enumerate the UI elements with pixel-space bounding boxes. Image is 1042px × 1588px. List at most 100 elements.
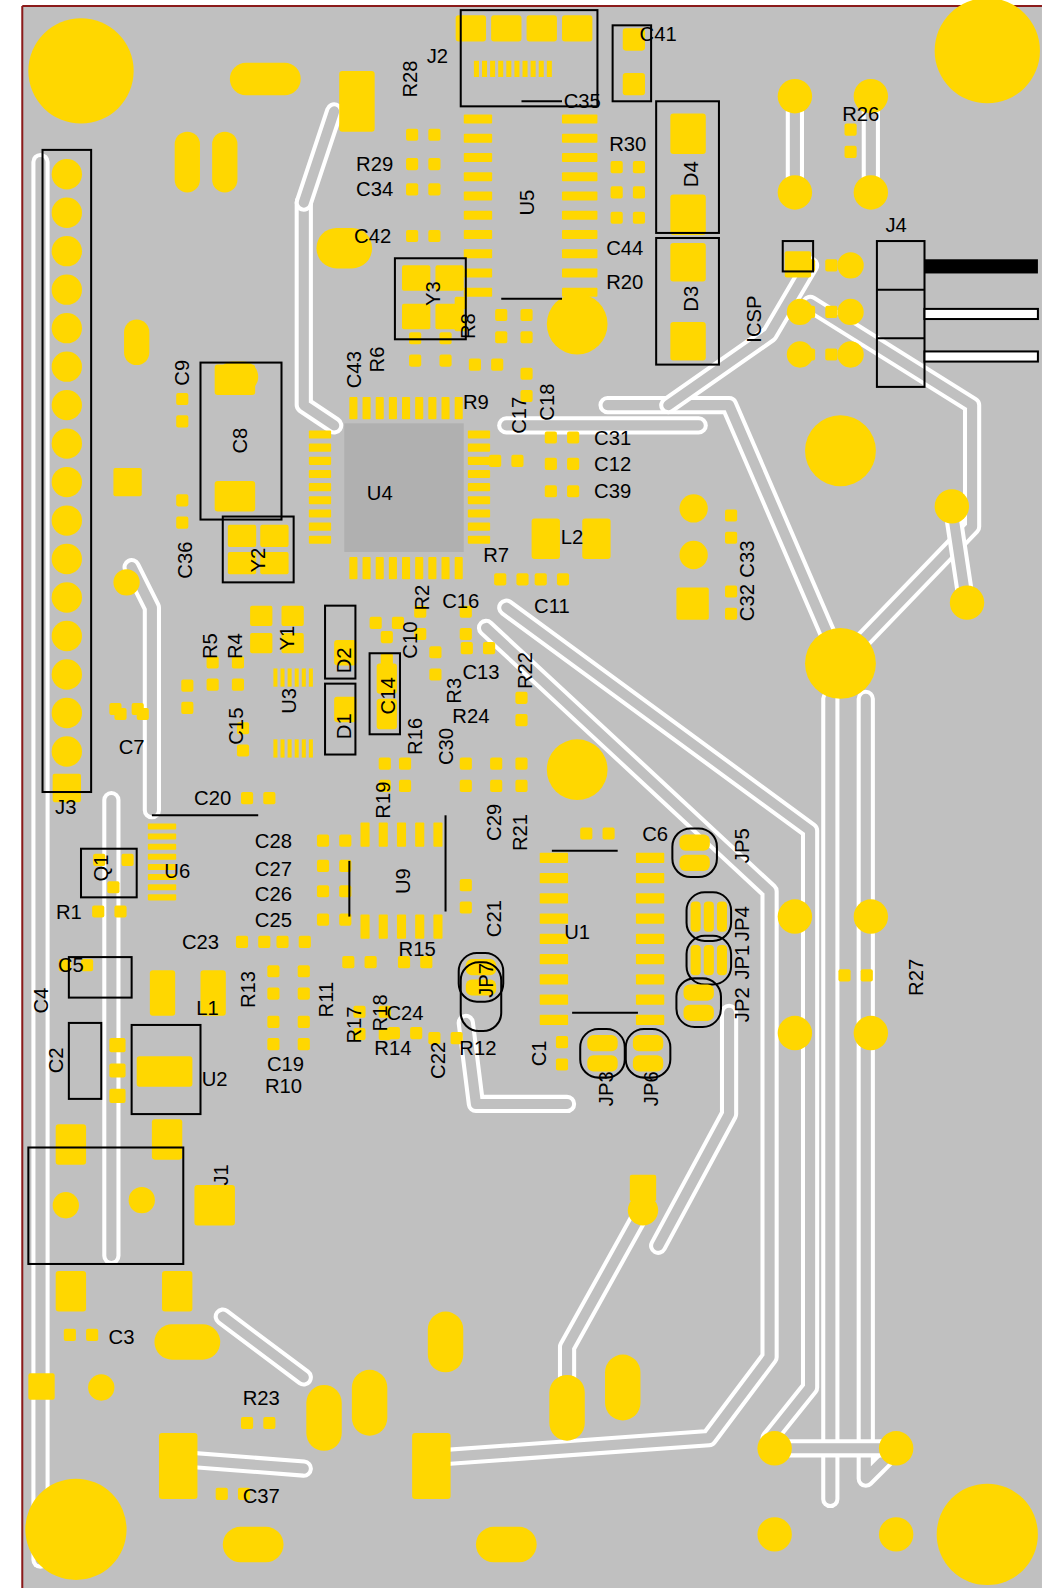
- pad: [460, 901, 472, 913]
- round-pad: [52, 351, 82, 381]
- connector-outline: [877, 289, 925, 291]
- part-label: Y3: [423, 281, 443, 306]
- part-label: C27: [255, 859, 292, 879]
- pad: [474, 61, 479, 77]
- part-label: R3: [444, 678, 464, 704]
- pad: [633, 186, 645, 198]
- pad: [490, 61, 495, 77]
- round-pad: [52, 313, 82, 343]
- pad: [317, 835, 329, 847]
- pad: [412, 1433, 450, 1499]
- part-label: U5: [516, 190, 536, 216]
- oval-pad: [549, 1375, 584, 1441]
- round-pad: [52, 736, 82, 766]
- pad: [309, 470, 331, 478]
- pad: [717, 945, 727, 975]
- pad: [148, 894, 176, 900]
- round-pad: [757, 1431, 791, 1465]
- part-label: R14: [374, 1038, 411, 1058]
- pad: [267, 1038, 279, 1050]
- pad: [379, 915, 388, 939]
- part-label: C1: [529, 1040, 549, 1066]
- part-label: C22: [427, 1042, 447, 1079]
- pad: [633, 212, 645, 224]
- pin-outline: [925, 351, 1038, 361]
- trace-clearance: [608, 405, 841, 663]
- round-pad: [52, 582, 82, 612]
- pad: [562, 15, 592, 41]
- part-label: JP7: [476, 963, 496, 998]
- pad: [562, 249, 597, 258]
- pad: [298, 987, 310, 999]
- part-label: R9: [463, 392, 489, 412]
- pad: [263, 792, 275, 804]
- part-label: R15: [399, 939, 436, 959]
- part-label: R24: [452, 706, 489, 726]
- pad: [468, 430, 490, 438]
- pad: [176, 415, 188, 427]
- cap-outline: [370, 653, 400, 734]
- round-pad: [129, 1187, 155, 1213]
- pad: [460, 879, 472, 891]
- pad: [562, 268, 597, 277]
- part-label: R16: [405, 718, 425, 755]
- pad: [562, 191, 597, 200]
- oval-pad: [605, 1355, 640, 1421]
- pad: [376, 397, 384, 419]
- regulator-outline: [132, 1025, 201, 1114]
- pad: [455, 397, 463, 419]
- pad: [562, 153, 597, 162]
- pad: [545, 485, 557, 497]
- pad: [428, 183, 440, 195]
- pad: [349, 557, 357, 579]
- part-label: R29: [356, 154, 393, 174]
- part-label: C8: [230, 428, 250, 454]
- pad: [176, 393, 188, 405]
- trace: [466, 1023, 567, 1104]
- pad: [428, 230, 440, 242]
- pad: [56, 1271, 86, 1312]
- pad: [582, 519, 610, 560]
- trace: [223, 1317, 304, 1378]
- trace: [304, 111, 334, 202]
- round-pad: [950, 585, 984, 619]
- pad: [636, 934, 664, 944]
- round-pad: [28, 18, 133, 123]
- pad: [540, 934, 568, 944]
- pad: [704, 945, 714, 975]
- pad: [152, 1119, 182, 1160]
- round-pad: [679, 494, 707, 522]
- pad: [64, 1329, 76, 1341]
- pad: [516, 573, 528, 585]
- jumper-outline: [687, 892, 732, 941]
- round-pad: [52, 544, 82, 574]
- round-pad: [53, 1192, 79, 1218]
- pad: [556, 1058, 568, 1070]
- pad: [399, 758, 411, 770]
- pad: [236, 936, 248, 948]
- pad: [514, 61, 519, 77]
- pad: [498, 61, 503, 77]
- trace: [658, 1013, 729, 1246]
- part-label: C24: [386, 1003, 423, 1023]
- pad: [397, 915, 406, 939]
- trace-clearance: [658, 1013, 729, 1246]
- pad: [567, 485, 579, 497]
- part-label: C33: [737, 540, 757, 577]
- pad: [468, 496, 490, 504]
- part-label: R12: [459, 1038, 496, 1058]
- pad: [490, 758, 502, 770]
- oval-pad: [230, 63, 301, 95]
- pad: [376, 557, 384, 579]
- part-label: U1: [564, 922, 590, 942]
- part-label: R28: [400, 60, 420, 97]
- part-label: R11: [316, 982, 336, 1018]
- pad: [547, 61, 552, 77]
- pad: [725, 608, 737, 620]
- pad: [309, 523, 331, 531]
- pad: [587, 1055, 617, 1071]
- trace-clearance: [775, 1439, 897, 1457]
- part-label: C28: [255, 830, 292, 850]
- pad: [441, 557, 449, 579]
- pad: [540, 1015, 568, 1025]
